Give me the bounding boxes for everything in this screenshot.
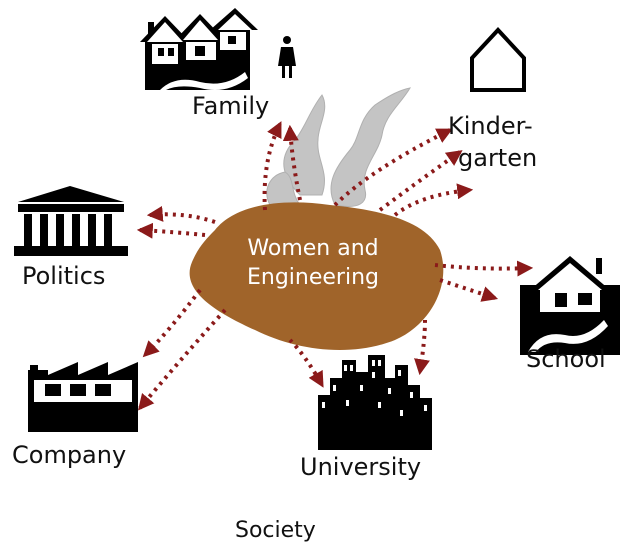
company-label: Company (12, 441, 127, 469)
arrow-to-company-2 (137, 308, 227, 411)
arrow-to-politics (146, 205, 216, 224)
dotted-arrows (136, 121, 534, 411)
woman-icon (278, 36, 296, 78)
smoke-plume (266, 87, 411, 207)
center-label-line1: Women and (247, 236, 379, 261)
politics-label: Politics (22, 262, 106, 290)
arrow-to-kindergarten (333, 128, 453, 207)
school-house-icon (520, 256, 620, 355)
arrow-to-kindergarten-2 (378, 150, 463, 212)
arrow-to-school-2 (439, 278, 499, 302)
house-outline-icon (470, 27, 526, 92)
arrow-to-company (142, 288, 202, 358)
building-columns-icon (14, 186, 128, 256)
center-blob (189, 202, 444, 351)
arrow-to-kindergarten-3 (393, 183, 474, 217)
factory-icon (28, 362, 138, 432)
arrow-to-family (262, 121, 282, 211)
school-label: School (526, 345, 606, 373)
arrow-to-school (434, 260, 534, 277)
family-label: Family (192, 92, 270, 120)
society-label: Society (235, 518, 316, 543)
arrow-to-university (288, 338, 324, 388)
kindergarten-label-line1: Kinder- (448, 112, 533, 140)
center-label-line2: Engineering (247, 265, 379, 290)
city-skyline-icon (318, 355, 432, 450)
houses-icon (140, 8, 258, 91)
university-label: University (300, 453, 422, 481)
kindergarten-label-line2: garten (458, 144, 538, 172)
arrow-to-university-2 (414, 319, 430, 376)
arrow-to-politics-2 (136, 222, 206, 239)
arrow-to-family-2 (282, 124, 302, 201)
